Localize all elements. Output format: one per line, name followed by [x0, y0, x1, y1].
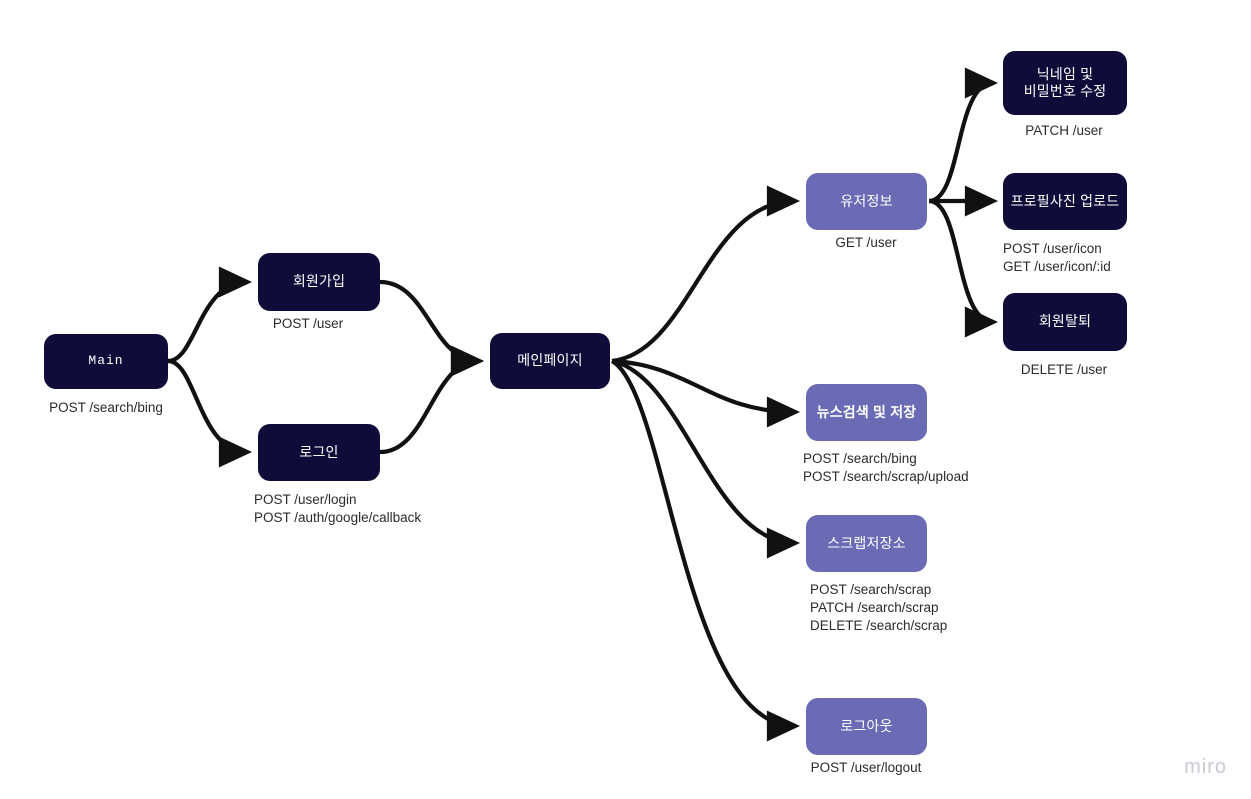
node-login-label: 로그인: [299, 443, 339, 460]
node-edit-profile-label: 닉네임 및 비밀번호 수정: [1023, 65, 1107, 100]
node-signup-label: 회원가입: [292, 273, 346, 290]
node-login[interactable]: 로그인: [258, 424, 380, 481]
node-userinfo[interactable]: 유저정보: [806, 173, 927, 230]
edge-userinfo-to-withdraw: [928, 198, 999, 338]
node-profile-upload[interactable]: 프로필사진 업로드: [1003, 173, 1127, 230]
node-signup[interactable]: 회원가입: [258, 253, 380, 311]
edge-mainpage-to-logout: [610, 359, 801, 742]
node-scrap-storage[interactable]: 스크랩저장소: [806, 515, 927, 572]
node-withdraw-label: 회원탈퇴: [1038, 313, 1092, 330]
node-news-search-label: 뉴스검색 및 저장: [816, 403, 917, 420]
caption-withdraw: DELETE /user: [1020, 362, 1108, 377]
node-mainpage-label: 메인페이지: [517, 352, 583, 369]
miro-watermark: miro: [1184, 756, 1227, 778]
caption-main: POST /search/bing: [49, 400, 163, 415]
caption-profile-upload: POST /user/icon GET /user/icon/:id: [1003, 241, 1111, 274]
edge-mainpage-to-news: [611, 358, 801, 428]
node-userinfo-label: 유저정보: [840, 192, 893, 209]
caption-scrap-storage: POST /search/scrap PATCH /search/scrap D…: [810, 582, 948, 633]
node-scrap-storage-label: 스크랩저장소: [827, 534, 906, 551]
node-withdraw[interactable]: 회원탈퇴: [1003, 293, 1127, 351]
node-mainpage[interactable]: 메인페이지: [490, 333, 610, 389]
caption-logout: POST /user/logout: [810, 760, 922, 775]
edge-mainpage-to-userinfo: [611, 185, 801, 364]
edge-mainpage-to-scrap: [611, 358, 801, 559]
caption-news-search: POST /search/bing POST /search/scrap/upl…: [803, 451, 969, 484]
node-logout-label: 로그아웃: [840, 717, 893, 734]
caption-edit-profile: PATCH /user: [1025, 123, 1103, 138]
node-main[interactable]: Main: [44, 334, 168, 389]
caption-signup: POST /user: [272, 316, 344, 331]
edge-login-to-mainpage: [379, 345, 485, 455]
node-logout[interactable]: 로그아웃: [806, 698, 927, 755]
edge-userinfo-to-editprofile: [928, 67, 999, 204]
caption-userinfo: GET /user: [835, 235, 897, 250]
node-main-label: Main: [88, 353, 124, 369]
node-edit-profile[interactable]: 닉네임 및 비밀번호 수정: [1003, 51, 1127, 115]
node-news-search[interactable]: 뉴스검색 및 저장: [806, 384, 927, 441]
caption-login: POST /user/login POST /auth/google/callb…: [254, 492, 422, 525]
node-profile-upload-label: 프로필사진 업로드: [1010, 192, 1120, 209]
